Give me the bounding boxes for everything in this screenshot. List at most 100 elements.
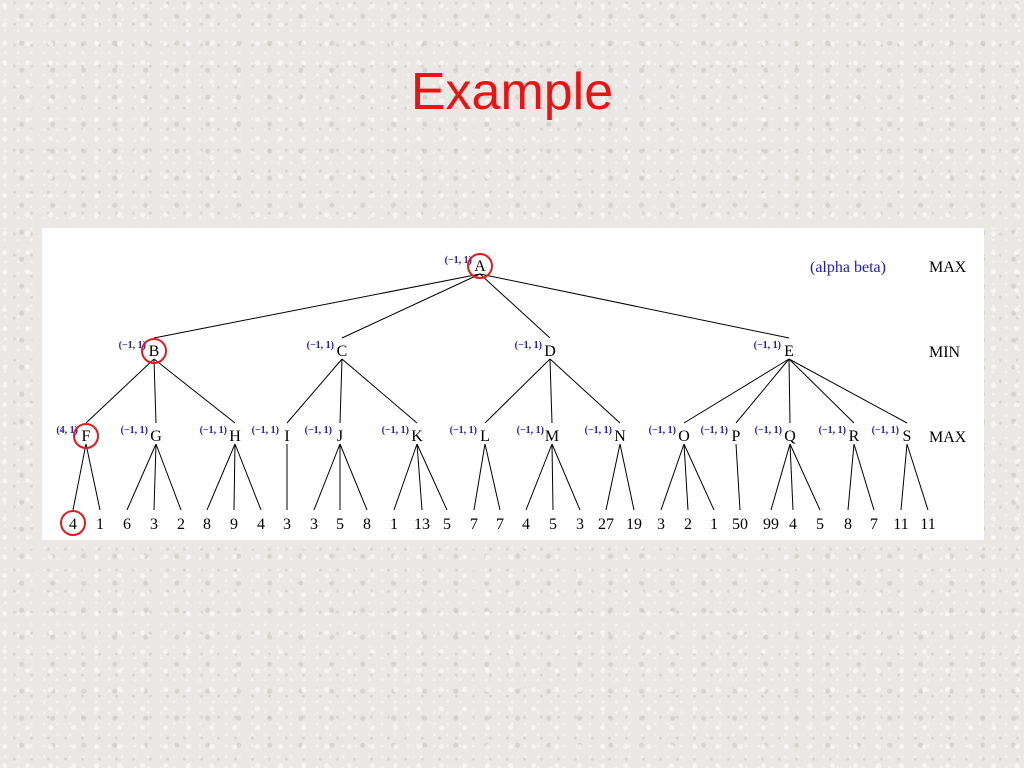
- edge-O-leaf-23: [660, 443, 685, 511]
- leaf-value-28: 4: [789, 516, 797, 533]
- bounds-C: (−1, 1): [307, 340, 334, 351]
- node-K: K: [411, 428, 423, 445]
- bounds-P: (−1, 1): [701, 425, 728, 436]
- highlight-circle-leaf-1: [60, 510, 86, 536]
- leaf-value-32: 11: [893, 516, 908, 533]
- node-C: C: [337, 343, 348, 360]
- edge-A-C: [341, 273, 481, 339]
- edge-O-leaf-25: [683, 443, 715, 511]
- edge-F-leaf-1: [72, 443, 87, 511]
- bounds-G: (−1, 1): [121, 425, 148, 436]
- edge-G-leaf-4: [153, 443, 157, 511]
- highlight-circle-F: [73, 423, 99, 449]
- edge-A-E: [479, 273, 790, 339]
- edge-J-leaf-12: [339, 443, 368, 511]
- leaf-value-1: 4: [69, 516, 77, 533]
- edge-C-K: [341, 358, 418, 424]
- edge-M-leaf-19: [551, 443, 554, 511]
- highlight-circle-B: [141, 338, 167, 364]
- edge-K-leaf-14: [416, 443, 423, 511]
- bounds-Q: (−1, 1): [755, 425, 782, 436]
- edge-S-leaf-33: [906, 443, 929, 511]
- leaf-value-3: 6: [123, 516, 131, 533]
- edge-F-leaf-2: [85, 443, 101, 511]
- edge-Q-leaf-28: [789, 443, 794, 511]
- level-label-min: MIN: [929, 344, 961, 361]
- bounds-O: (−1, 1): [649, 425, 676, 436]
- level-label-max-root: MAX: [929, 259, 967, 276]
- edge-O-leaf-24: [683, 443, 689, 511]
- bounds-N: (−1, 1): [585, 425, 612, 436]
- edge-E-P: [735, 358, 790, 424]
- bounds-D: (−1, 1): [515, 340, 542, 351]
- edge-H-leaf-7: [233, 443, 236, 511]
- bounds-H: (−1, 1): [200, 425, 227, 436]
- bounds-F: (4, 1): [56, 425, 78, 436]
- bounds-A: (−1, 1): [445, 255, 472, 266]
- node-S: S: [903, 428, 912, 445]
- leaf-value-21: 27: [598, 516, 614, 533]
- node-N: N: [614, 428, 626, 445]
- edge-K-leaf-15: [416, 443, 448, 511]
- leaf-value-29: 5: [816, 516, 824, 533]
- edge-D-N: [549, 358, 621, 424]
- tree-nodes: A(−1, 1)B(−1, 1)C(−1, 1)D(−1, 1)E(−1, 1)…: [56, 253, 936, 536]
- edge-S-leaf-32: [900, 443, 908, 511]
- node-J: J: [337, 428, 343, 445]
- node-A: A: [474, 258, 486, 275]
- edge-H-leaf-8: [234, 443, 262, 511]
- node-M: M: [545, 428, 559, 445]
- leaf-value-10: 3: [310, 516, 318, 533]
- bounds-I: (−1, 1): [252, 425, 279, 436]
- edge-C-J: [339, 358, 343, 424]
- edge-R-leaf-31: [853, 443, 875, 511]
- alpha-beta-tree: A(−1, 1)B(−1, 1)C(−1, 1)D(−1, 1)E(−1, 1)…: [56, 253, 967, 536]
- leaf-value-11: 5: [336, 516, 344, 533]
- leaf-value-33: 11: [920, 516, 935, 533]
- edge-A-B: [153, 273, 481, 339]
- alpha-beta-tree-panel: A(−1, 1)B(−1, 1)C(−1, 1)D(−1, 1)E(−1, 1)…: [42, 228, 984, 540]
- edge-B-F: [85, 358, 155, 424]
- bounds-M: (−1, 1): [517, 425, 544, 436]
- leaf-value-2: 1: [96, 516, 104, 533]
- leaf-value-19: 5: [549, 516, 557, 533]
- edge-M-leaf-20: [551, 443, 581, 511]
- level-label-max-lower: MAX: [929, 429, 967, 446]
- edge-G-leaf-3: [126, 443, 157, 511]
- edge-C-I: [286, 358, 343, 424]
- bounds-E: (−1, 1): [754, 340, 781, 351]
- edge-N-leaf-21: [605, 443, 621, 511]
- leaf-value-5: 2: [177, 516, 185, 533]
- edge-A-D: [479, 273, 551, 339]
- leaf-value-27: 99: [763, 516, 779, 533]
- leaf-value-30: 8: [844, 516, 852, 533]
- edge-D-L: [484, 358, 551, 424]
- edge-L-leaf-17: [484, 443, 501, 511]
- node-E: E: [784, 343, 794, 360]
- leaf-value-14: 13: [414, 516, 430, 533]
- edge-L-leaf-16: [473, 443, 486, 511]
- tree-edges: [72, 273, 929, 511]
- node-Q: Q: [784, 428, 796, 445]
- leaf-value-25: 1: [710, 516, 718, 533]
- node-B: B: [149, 343, 160, 360]
- edge-D-M: [549, 358, 553, 424]
- leaf-value-26: 50: [732, 516, 748, 533]
- edge-H-leaf-6: [206, 443, 236, 511]
- edge-B-H: [153, 358, 236, 424]
- leaf-value-15: 5: [443, 516, 451, 533]
- node-F: F: [82, 428, 91, 445]
- slide-title: Example: [410, 63, 614, 121]
- bounds-J: (−1, 1): [305, 425, 332, 436]
- bounds-B: (−1, 1): [119, 340, 146, 351]
- node-R: R: [849, 428, 860, 445]
- node-D: D: [544, 343, 556, 360]
- leaf-value-17: 7: [496, 516, 504, 533]
- leaf-value-13: 1: [390, 516, 398, 533]
- node-L: L: [480, 428, 490, 445]
- leaf-value-8: 4: [257, 516, 265, 533]
- leaf-value-22: 19: [626, 516, 642, 533]
- edge-G-leaf-5: [155, 443, 182, 511]
- leaf-value-24: 2: [684, 516, 692, 533]
- edge-E-S: [788, 358, 908, 424]
